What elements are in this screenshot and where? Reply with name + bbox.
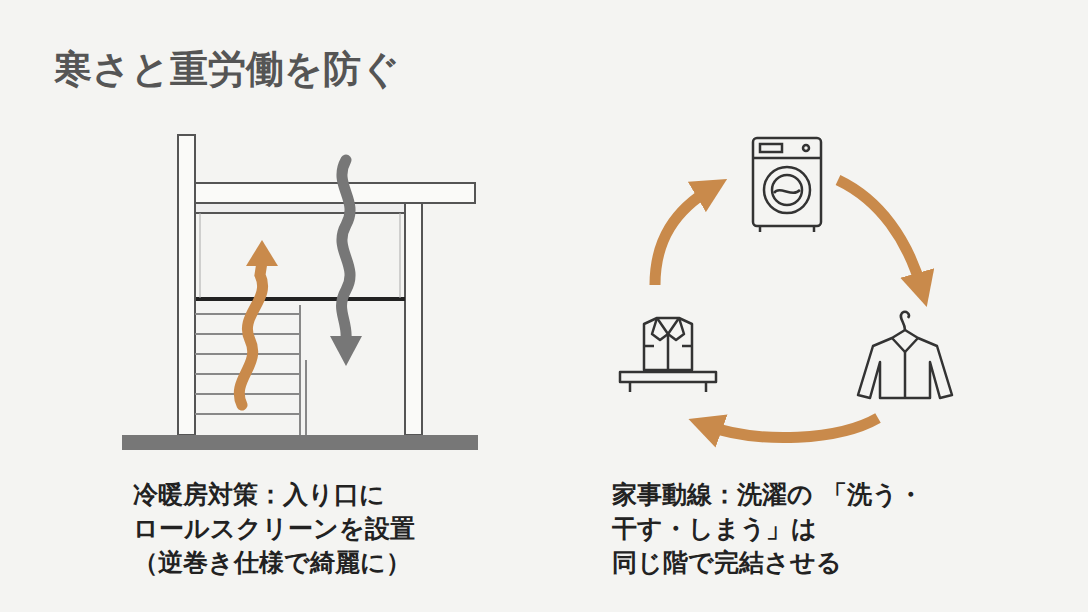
cold-air-arrow-head [330, 336, 362, 366]
title: 寒さと重労働を防ぐ [54, 44, 400, 95]
cycle-arrow [705, 418, 878, 438]
hanging-shirt-icon [858, 312, 952, 398]
caption-left: 冷暖房対策：入り口に ロールスクリーンを設置 （逆巻き仕様で綺麗に） [133, 478, 453, 580]
warm-air-arrow-head [246, 240, 278, 266]
folded-shirt-icon [620, 318, 716, 392]
cold-air-arrow [342, 160, 351, 340]
caption-right: 家事動線：洗濯の 「洗う・干す・しまう」は 同じ階で完結させる [612, 478, 947, 580]
roll-screen [200, 213, 201, 298]
warm-air-arrow [239, 262, 262, 405]
roll-screen [400, 213, 401, 298]
cycle-arrow [838, 180, 922, 290]
roll-screen-bar [196, 297, 405, 301]
floor [122, 435, 478, 450]
section-drawing [178, 135, 475, 435]
cycle-arrow [655, 188, 712, 285]
washing-machine-icon [753, 138, 821, 232]
